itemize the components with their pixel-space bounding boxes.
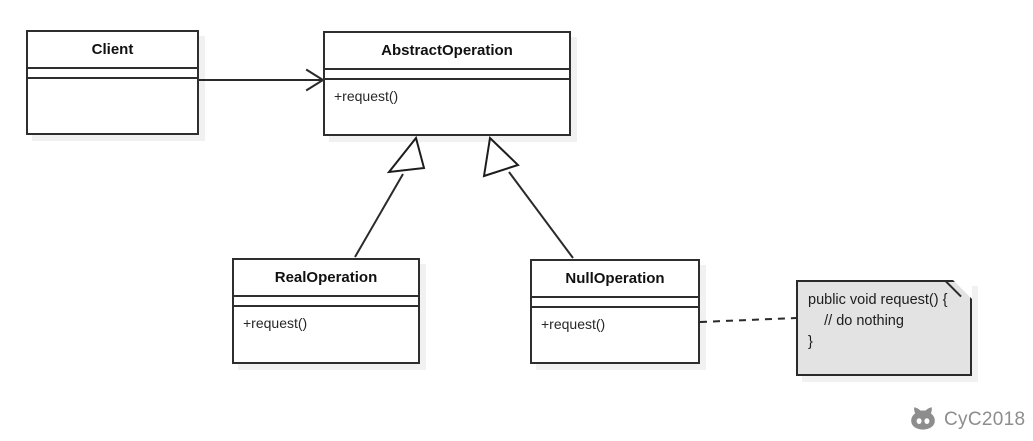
class-operations-client xyxy=(28,77,197,130)
class-title-nulloperation: NullOperation xyxy=(565,270,665,287)
class-attributes-realoperation xyxy=(234,295,418,305)
class-title-client: Client xyxy=(91,41,134,58)
note-fold-corner-icon xyxy=(953,280,972,299)
class-attributes-abstractoperation xyxy=(325,68,569,78)
operation-item: +request() xyxy=(243,315,308,331)
edge-realoperation-to-abstractoperation xyxy=(354,135,426,258)
operation-item: +request() xyxy=(334,88,399,104)
watermark-label: CyC2018 xyxy=(944,408,1026,430)
operation-item: +request() xyxy=(541,316,606,332)
edge-nulloperation-to-abstractoperation xyxy=(482,135,574,259)
note-box-nulloperation[interactable]: public void request() { // do nothing } xyxy=(796,280,972,376)
edge-client-to-abstractoperation xyxy=(199,68,325,92)
class-attributes-nulloperation xyxy=(532,296,698,306)
class-operations-realoperation: +request() xyxy=(234,305,418,359)
class-box-realoperation[interactable]: RealOperation +request() xyxy=(232,258,420,364)
class-box-abstractoperation[interactable]: AbstractOperation +request() xyxy=(323,31,571,136)
class-box-client[interactable]: Client xyxy=(26,30,199,135)
octocat-icon xyxy=(909,406,937,432)
class-attributes-client xyxy=(28,67,197,77)
class-box-nulloperation[interactable]: NullOperation +request() xyxy=(530,259,700,364)
watermark: CyC2018 xyxy=(909,406,1025,432)
edge-nulloperation-to-note xyxy=(699,317,797,323)
class-title-abstractoperation: AbstractOperation xyxy=(381,42,513,59)
class-operations-nulloperation: +request() xyxy=(532,306,698,359)
class-title-realoperation: RealOperation xyxy=(274,269,378,286)
note-text: public void request() { // do nothing } xyxy=(808,292,948,351)
class-operations-abstractoperation: +request() xyxy=(325,78,569,131)
